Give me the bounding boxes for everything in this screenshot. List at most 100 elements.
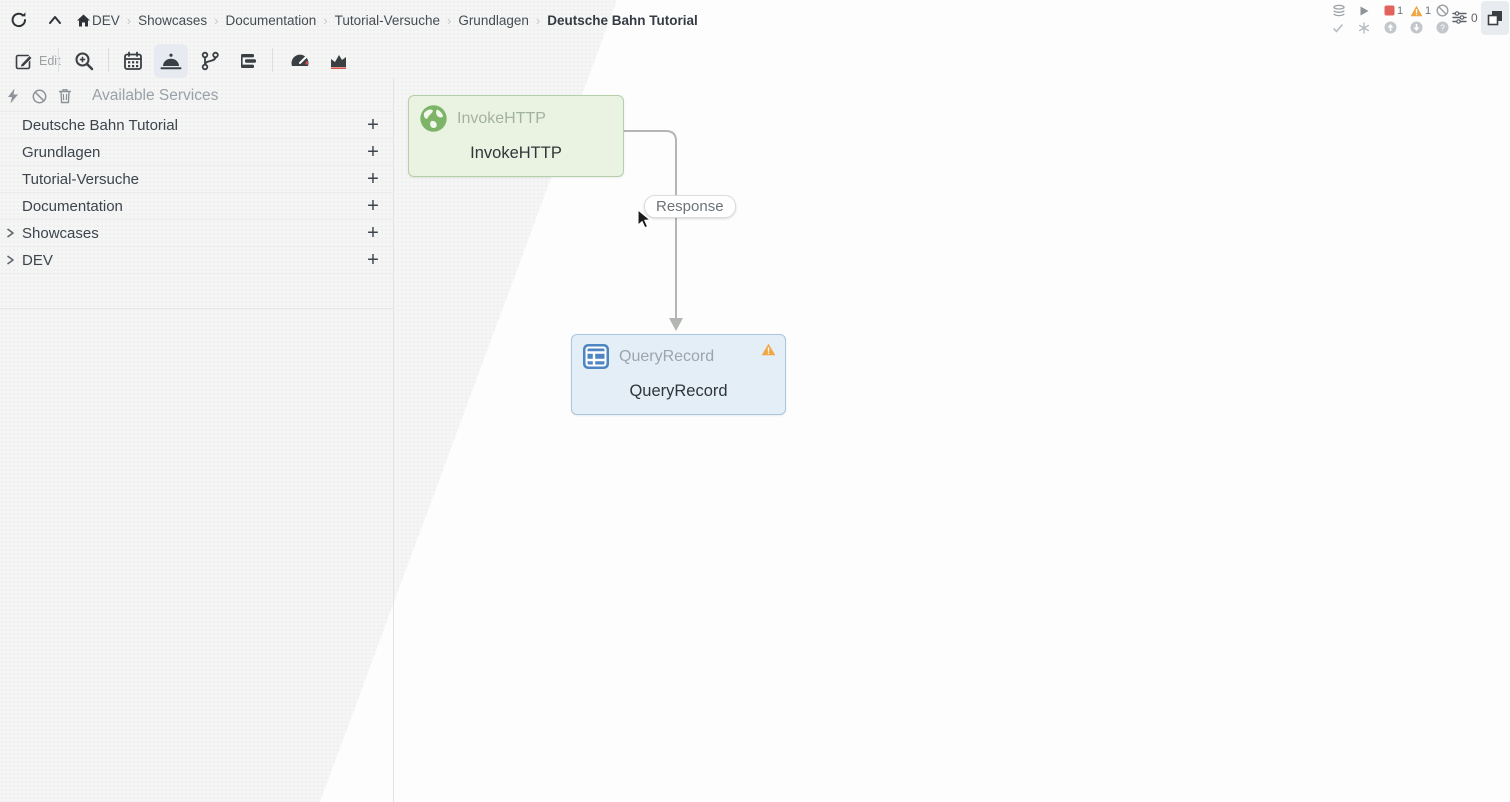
breadcrumb-bar: DEV › Showcases › Documentation › Tutori…	[0, 0, 1510, 40]
breadcrumb-item[interactable]: DEV	[92, 12, 120, 28]
service-row-showcases[interactable]: Showcases +	[0, 220, 393, 247]
breadcrumb-separator: ›	[214, 12, 219, 28]
service-label: Deutsche Bahn Tutorial	[22, 116, 178, 134]
calendar-icon	[124, 51, 142, 70]
add-service-button[interactable]: +	[367, 167, 379, 190]
stale-status	[1384, 21, 1406, 34]
add-service-button[interactable]: +	[367, 194, 379, 217]
hierarchy-button[interactable]	[234, 47, 262, 75]
refresh-button[interactable]	[6, 7, 32, 33]
area-chart-icon	[331, 55, 346, 70]
stopped-count: 1	[1397, 4, 1404, 17]
processor-type: QueryRecord	[619, 347, 715, 365]
toolbar-separator	[108, 48, 109, 72]
processor-invokehttp[interactable]: InvokeHTTP InvokeHTTP	[408, 95, 624, 177]
lightning-icon	[8, 88, 18, 104]
table-icon	[583, 344, 609, 369]
versions-button[interactable]	[196, 47, 224, 75]
schedule-button[interactable]	[119, 47, 147, 75]
up-to-date-status	[1332, 22, 1354, 34]
processor-header: InvokeHTTP	[419, 104, 546, 133]
filter-sliders-icon	[1452, 11, 1467, 24]
edit-button[interactable]: Edit	[10, 47, 65, 75]
refresh-icon	[11, 12, 26, 28]
service-row-grundlagen[interactable]: Grundlagen +	[0, 139, 393, 166]
toolbar-separator	[272, 48, 273, 72]
window-toggle-button[interactable]	[1481, 1, 1509, 35]
services-button[interactable]	[154, 44, 188, 78]
git-branch-icon	[201, 51, 219, 71]
running-status	[1358, 5, 1380, 17]
breadcrumb-item[interactable]: Showcases	[138, 12, 208, 28]
service-label: Grundlagen	[22, 143, 101, 161]
disable-service-button[interactable]	[26, 85, 52, 107]
statistics-button[interactable]	[325, 47, 353, 75]
add-service-button[interactable]: +	[367, 221, 379, 244]
breadcrumb-current-page: Deutsche Bahn Tutorial	[547, 12, 698, 28]
edit-icon	[15, 54, 33, 70]
stopped-icon	[1384, 5, 1395, 16]
svg-text:?: ?	[1440, 22, 1445, 32]
question-circle-icon: ?	[1436, 21, 1449, 34]
add-service-button[interactable]: +	[367, 248, 379, 271]
add-service-button[interactable]: +	[367, 140, 379, 163]
disabled-status	[1436, 4, 1458, 17]
stopped-status: 1	[1384, 5, 1406, 17]
service-bell-icon	[160, 53, 182, 70]
toolbar-separator	[58, 48, 59, 72]
processor-name: QueryRecord	[629, 382, 728, 400]
flow-status-bar: 1 1	[1332, 2, 1462, 36]
zoom-button[interactable]	[70, 47, 98, 75]
down-arrow-circle-icon	[1410, 21, 1423, 34]
mouse-cursor	[637, 209, 652, 229]
edit-button-label: Edit	[39, 54, 61, 68]
connection-label[interactable]: Response	[644, 195, 736, 218]
breadcrumb-item[interactable]: Grundlagen	[458, 12, 529, 28]
collapse-button[interactable]	[42, 7, 68, 33]
breadcrumb-separator: ›	[323, 12, 328, 28]
service-row-tutorial-versuche[interactable]: Tutorial-Versuche +	[0, 166, 393, 193]
breadcrumb-separator: ›	[126, 12, 132, 28]
service-row-deutsche-bahn-tutorial[interactable]: Deutsche Bahn Tutorial +	[0, 112, 393, 139]
delete-service-button[interactable]	[52, 85, 78, 107]
breadcrumb-item[interactable]: Documentation	[225, 12, 317, 28]
home-icon	[76, 14, 90, 26]
breadcrumb-separator: ›	[535, 12, 541, 28]
hierarchy-list-icon	[241, 54, 256, 68]
connection-arrowhead	[669, 318, 683, 331]
service-row-dev[interactable]: DEV +	[0, 247, 393, 274]
queued-status	[1332, 4, 1354, 18]
breadcrumb-item[interactable]: Tutorial-Versuche	[334, 12, 440, 28]
service-label: Documentation	[22, 197, 123, 215]
ban-icon	[32, 89, 46, 103]
sync-failure-status: ?	[1436, 21, 1458, 34]
add-service-button[interactable]: +	[367, 113, 379, 136]
canvas-filter[interactable]: 0	[1451, 9, 1478, 26]
list-bottom-divider	[0, 308, 393, 309]
chevron-up-icon	[49, 16, 61, 24]
service-label: Tutorial-Versuche	[22, 170, 139, 188]
service-row-documentation[interactable]: Documentation +	[0, 193, 393, 220]
home-button[interactable]	[70, 7, 96, 33]
processor-queryrecord[interactable]: QueryRecord QueryRecord	[571, 334, 786, 415]
services-panel-title: Available Services	[92, 87, 219, 104]
expand-chevron-icon[interactable]	[4, 225, 16, 246]
locally-modified-status	[1358, 21, 1380, 34]
processor-type: InvokeHTTP	[457, 109, 546, 127]
filter-count: 0	[1471, 10, 1478, 25]
canvas-toolbar: Edit	[0, 42, 420, 78]
service-label: Showcases	[22, 224, 99, 242]
check-icon	[1332, 23, 1344, 33]
breadcrumb-separator: ›	[446, 12, 452, 28]
expand-chevron-icon[interactable]	[4, 252, 16, 273]
gauge-icon	[291, 54, 309, 66]
gauge-button[interactable]	[286, 47, 314, 75]
play-icon	[1360, 6, 1369, 15]
asterisk-icon	[1359, 21, 1370, 34]
invalid-warning-icon	[761, 343, 776, 361]
available-services-list: Deutsche Bahn Tutorial + Grundlagen + Tu…	[0, 111, 393, 274]
invalid-count: 1	[1425, 4, 1432, 17]
enable-service-button[interactable]	[0, 85, 26, 107]
invalid-status: 1	[1410, 5, 1432, 17]
invalid-warning-icon	[1410, 5, 1423, 16]
